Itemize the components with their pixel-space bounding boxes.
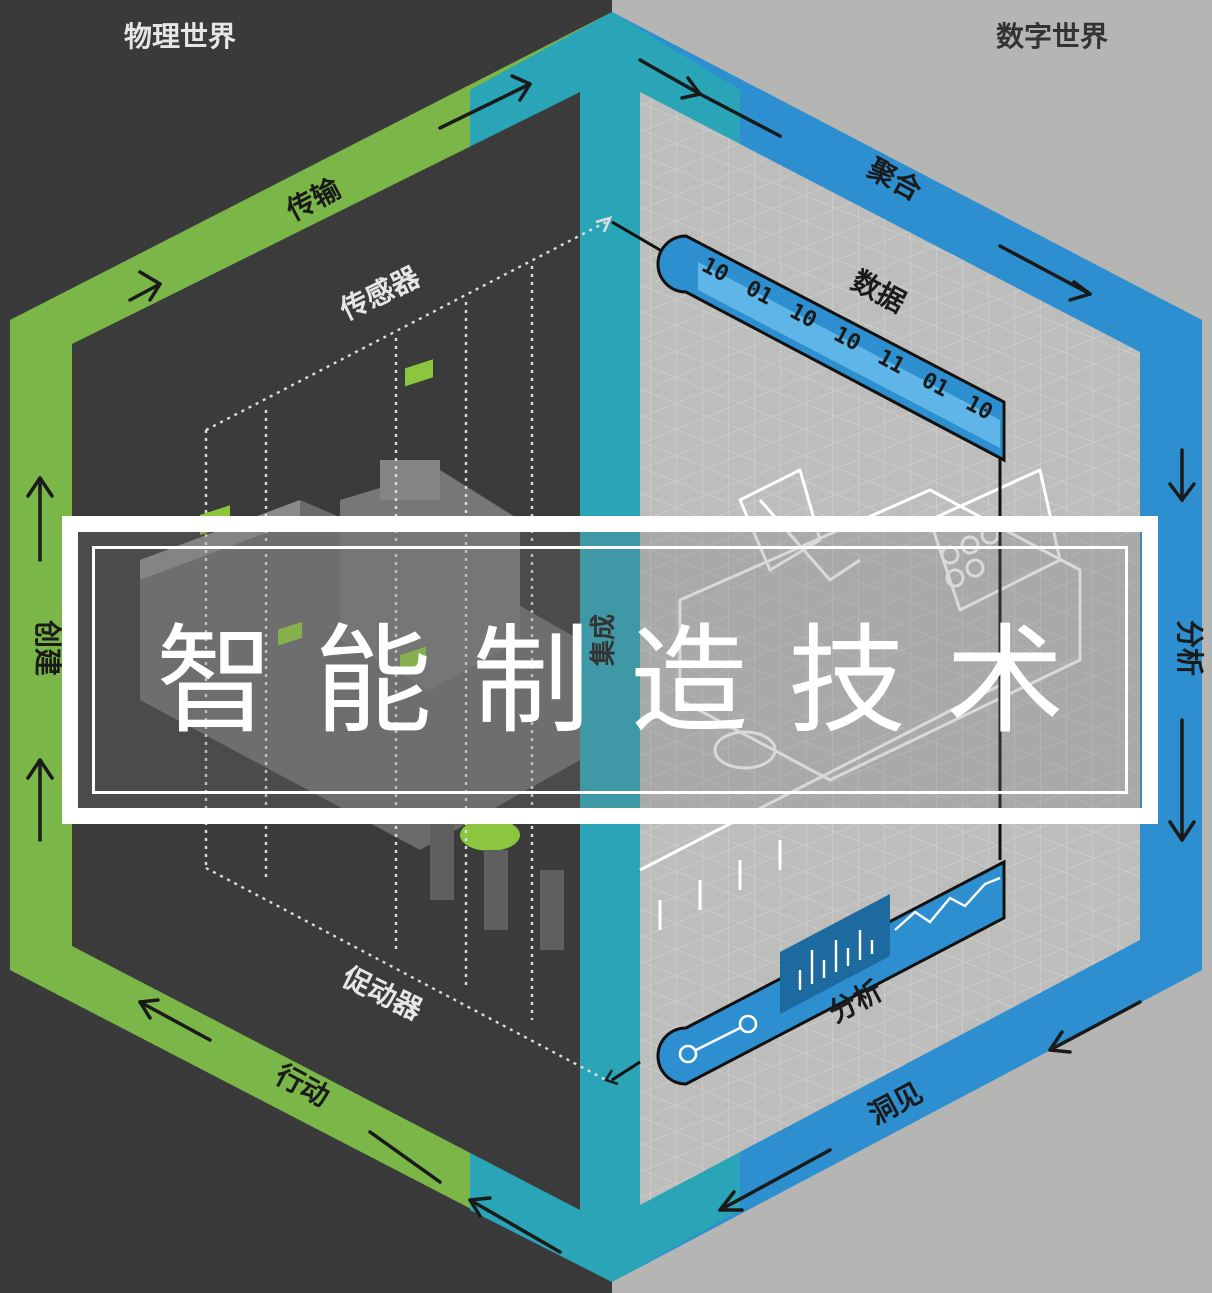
cycle-arrows xyxy=(26,58,1196,1254)
analytics-line-chart xyxy=(894,876,1001,931)
digital-connectors xyxy=(611,220,1002,1082)
analytics-capsule xyxy=(656,859,1006,1086)
main-title: 智能制造技术 xyxy=(155,611,1104,750)
title-inner-frame: 智能制造技术 xyxy=(92,546,1128,794)
cycle-label-analyze: 分析 xyxy=(1173,620,1206,676)
digital-world-label: 数字世界 xyxy=(996,20,1108,53)
sensor-arrow-head xyxy=(595,215,613,233)
physical-world-label: 物理世界 xyxy=(124,20,236,53)
sensor-dotted-frame xyxy=(204,220,607,1082)
actuator-arrow-head xyxy=(604,1069,619,1086)
digital-machine-wireframe xyxy=(639,468,1082,930)
title-banner: 智能制造技术 xyxy=(62,516,1158,824)
integration-label: 集成 xyxy=(588,614,619,667)
analytics-node-icon xyxy=(678,1044,698,1064)
cycle-label-create: 创建 xyxy=(31,619,64,676)
digital-grid-cross xyxy=(640,92,1140,1205)
data-capsule xyxy=(656,234,1006,463)
analytics-bar-chart xyxy=(798,930,874,990)
